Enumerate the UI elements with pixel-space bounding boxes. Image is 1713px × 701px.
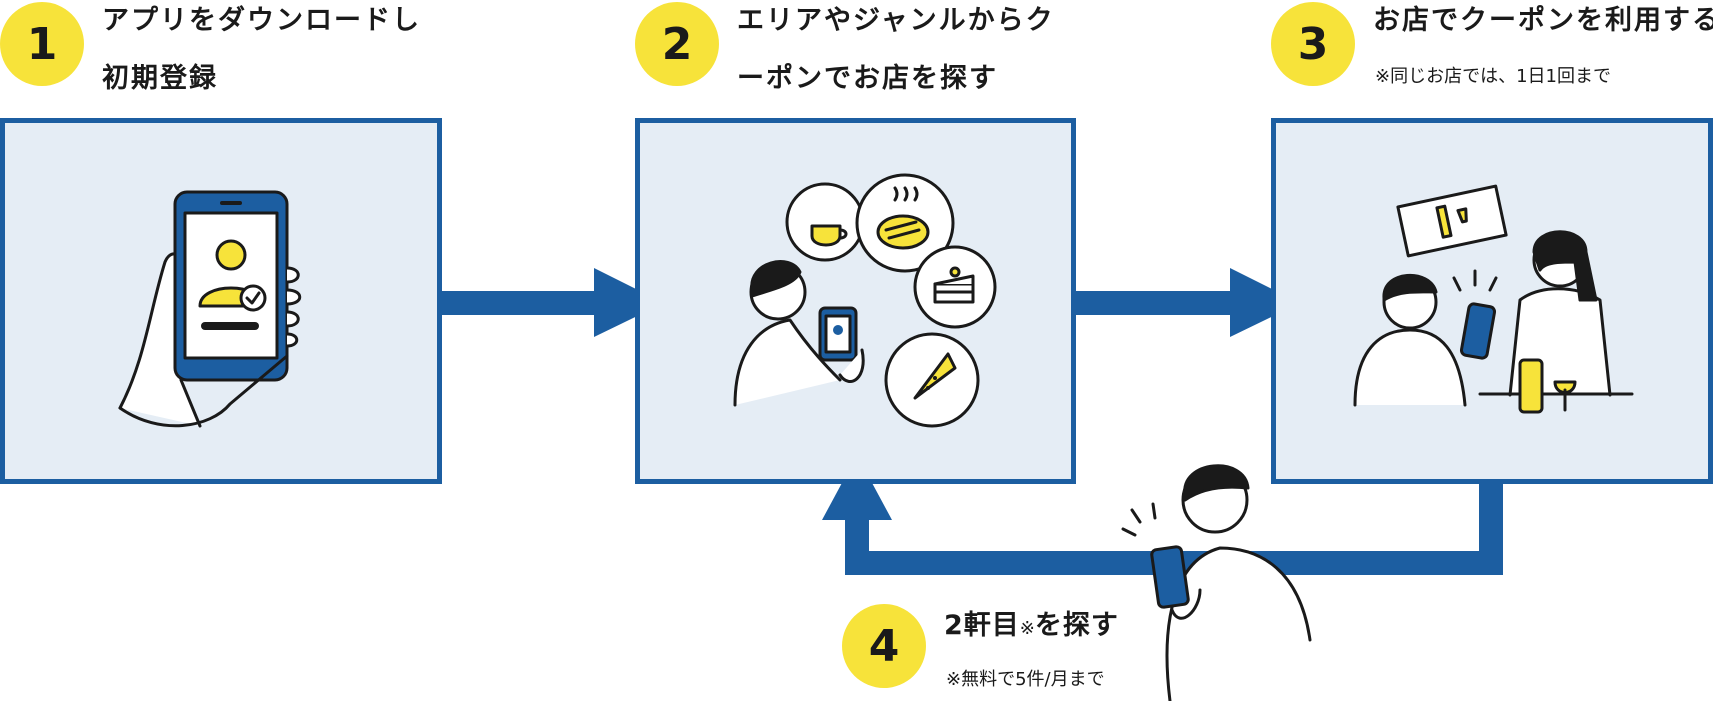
- panel-step-2: [635, 118, 1076, 484]
- store-coupon-icon: [1353, 184, 1634, 414]
- phone-hand-icon: [118, 190, 302, 428]
- step-3-title: お店でクーポンを利用する: [1373, 5, 1713, 36]
- step-4-badge: 4: [842, 604, 926, 688]
- arrow-2-3-head: [1230, 268, 1300, 337]
- step-2-badge: 2: [635, 2, 719, 86]
- arrow-1-2-head: [594, 268, 664, 337]
- arrow-1-2-shaft: [438, 291, 598, 315]
- loop-up: [845, 515, 869, 575]
- person-phone-icon: [1121, 464, 1312, 701]
- person-search-food-icon: [733, 173, 997, 428]
- step-3-note: ※同じお店では、1日1回まで: [1375, 66, 1611, 87]
- step-4-note: ※無料で5件/月まで: [946, 669, 1105, 690]
- arrow-loop-head: [822, 455, 892, 520]
- step-4-title: 2軒目※を探す: [944, 610, 1119, 641]
- panel-step-3: [1271, 118, 1713, 484]
- step-3-badge: 3: [1271, 2, 1355, 86]
- step-1-badge: 1: [0, 2, 84, 86]
- step-2-title: エリアやジャンルからクーポンでお店を探す: [737, 5, 1055, 94]
- step-1-title: アプリをダウンロードし初期登録: [102, 5, 421, 94]
- arrow-2-3-shaft: [1075, 291, 1235, 315]
